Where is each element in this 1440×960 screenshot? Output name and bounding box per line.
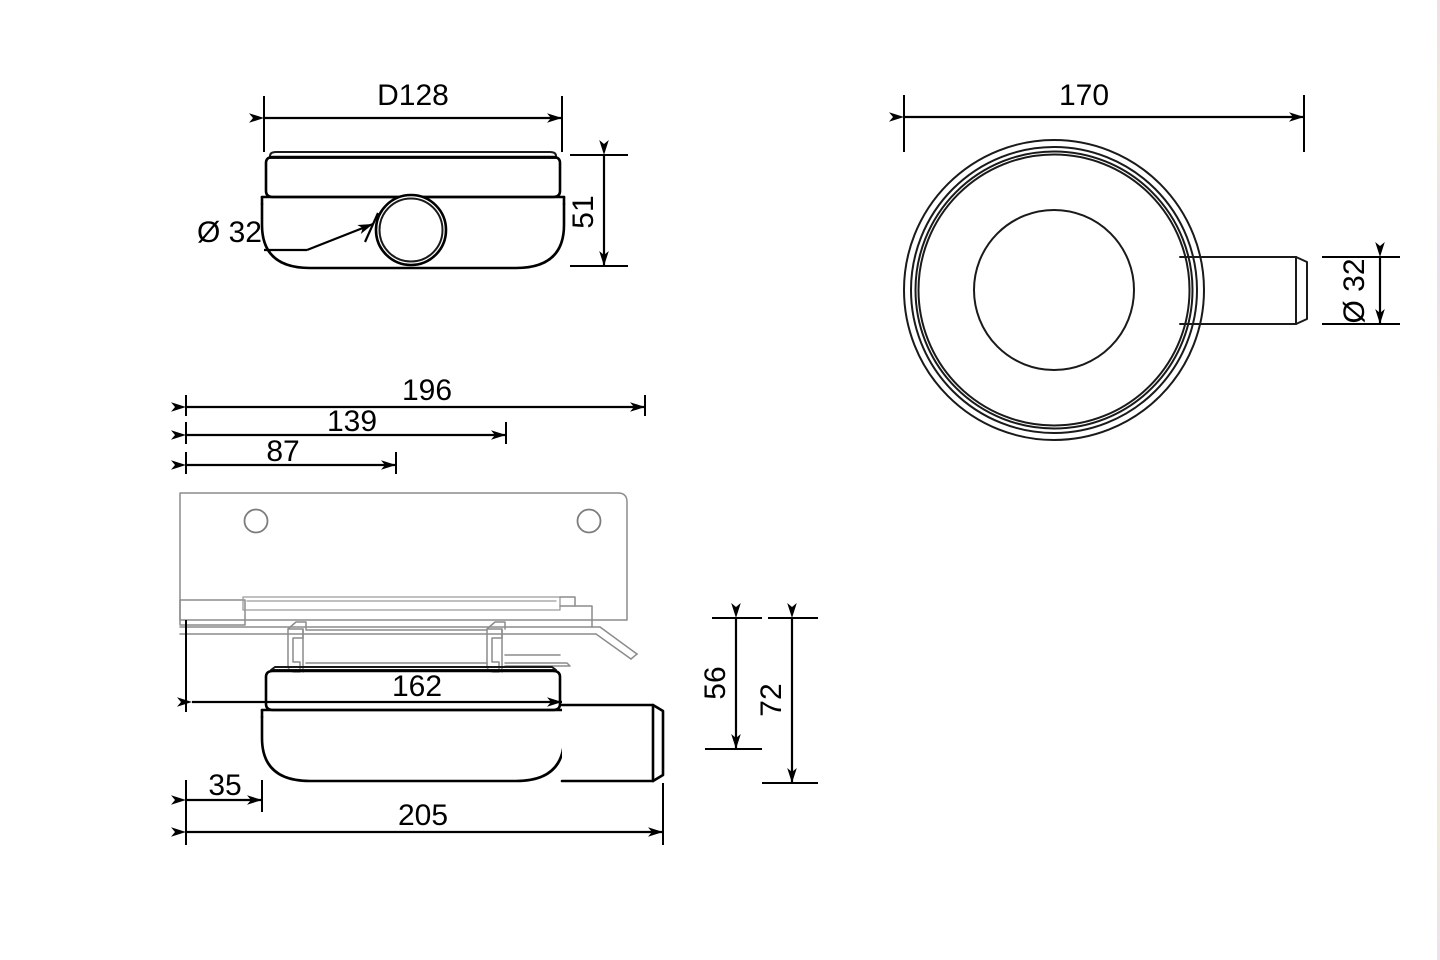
dim-label-d128: D128	[377, 79, 449, 112]
dim-label-dia32-plan: Ø 32	[1338, 258, 1371, 323]
outlet-spigot-section	[560, 703, 665, 783]
drain-body-circles-plan	[903, 139, 1205, 441]
dim-d128: D128	[249, 79, 563, 152]
dim-label-56: 56	[699, 666, 732, 699]
dim-label-170: 170	[1059, 79, 1109, 112]
view-plan: 170	[889, 79, 1400, 441]
dim-139: 139	[171, 405, 507, 444]
mounting-flange-plate	[179, 492, 638, 712]
dim-196: 196	[171, 374, 646, 416]
flange-hole-right	[576, 508, 602, 534]
dim-dia32-plan: Ø 32	[1322, 242, 1400, 325]
dim-label-162: 162	[392, 670, 442, 703]
dim-56: 56	[699, 603, 762, 750]
dim-label-205: 205	[398, 799, 448, 832]
dim-dia32-side-leader: Ø 32	[197, 212, 380, 252]
view-section-flange: 196 139 87	[171, 374, 818, 845]
dim-label-51: 51	[567, 195, 600, 228]
flange-hole-left	[243, 508, 269, 534]
dim-162: 162	[177, 670, 562, 707]
dim-35: 35	[171, 769, 263, 812]
dim-51: 51	[567, 140, 628, 267]
dim-72: 72	[755, 603, 818, 784]
dim-87: 87	[171, 435, 397, 474]
dim-label-139: 139	[327, 405, 377, 438]
dim-label-87: 87	[266, 435, 299, 468]
dim-label-72: 72	[755, 683, 788, 716]
dim-170: 170	[889, 79, 1305, 152]
outlet-bore-circle	[374, 193, 448, 267]
outlet-spigot-edges	[1179, 256, 1297, 325]
clamp-gasket-profile	[287, 621, 571, 673]
dim-label-196: 196	[402, 374, 452, 407]
dim-label-dia32-side: Ø 32	[197, 216, 262, 249]
dim-label-35: 35	[208, 769, 241, 802]
view-side-elevation-trap: D128	[197, 79, 628, 270]
flange-mount-holes	[243, 508, 602, 534]
dim-205: 205	[171, 783, 664, 845]
